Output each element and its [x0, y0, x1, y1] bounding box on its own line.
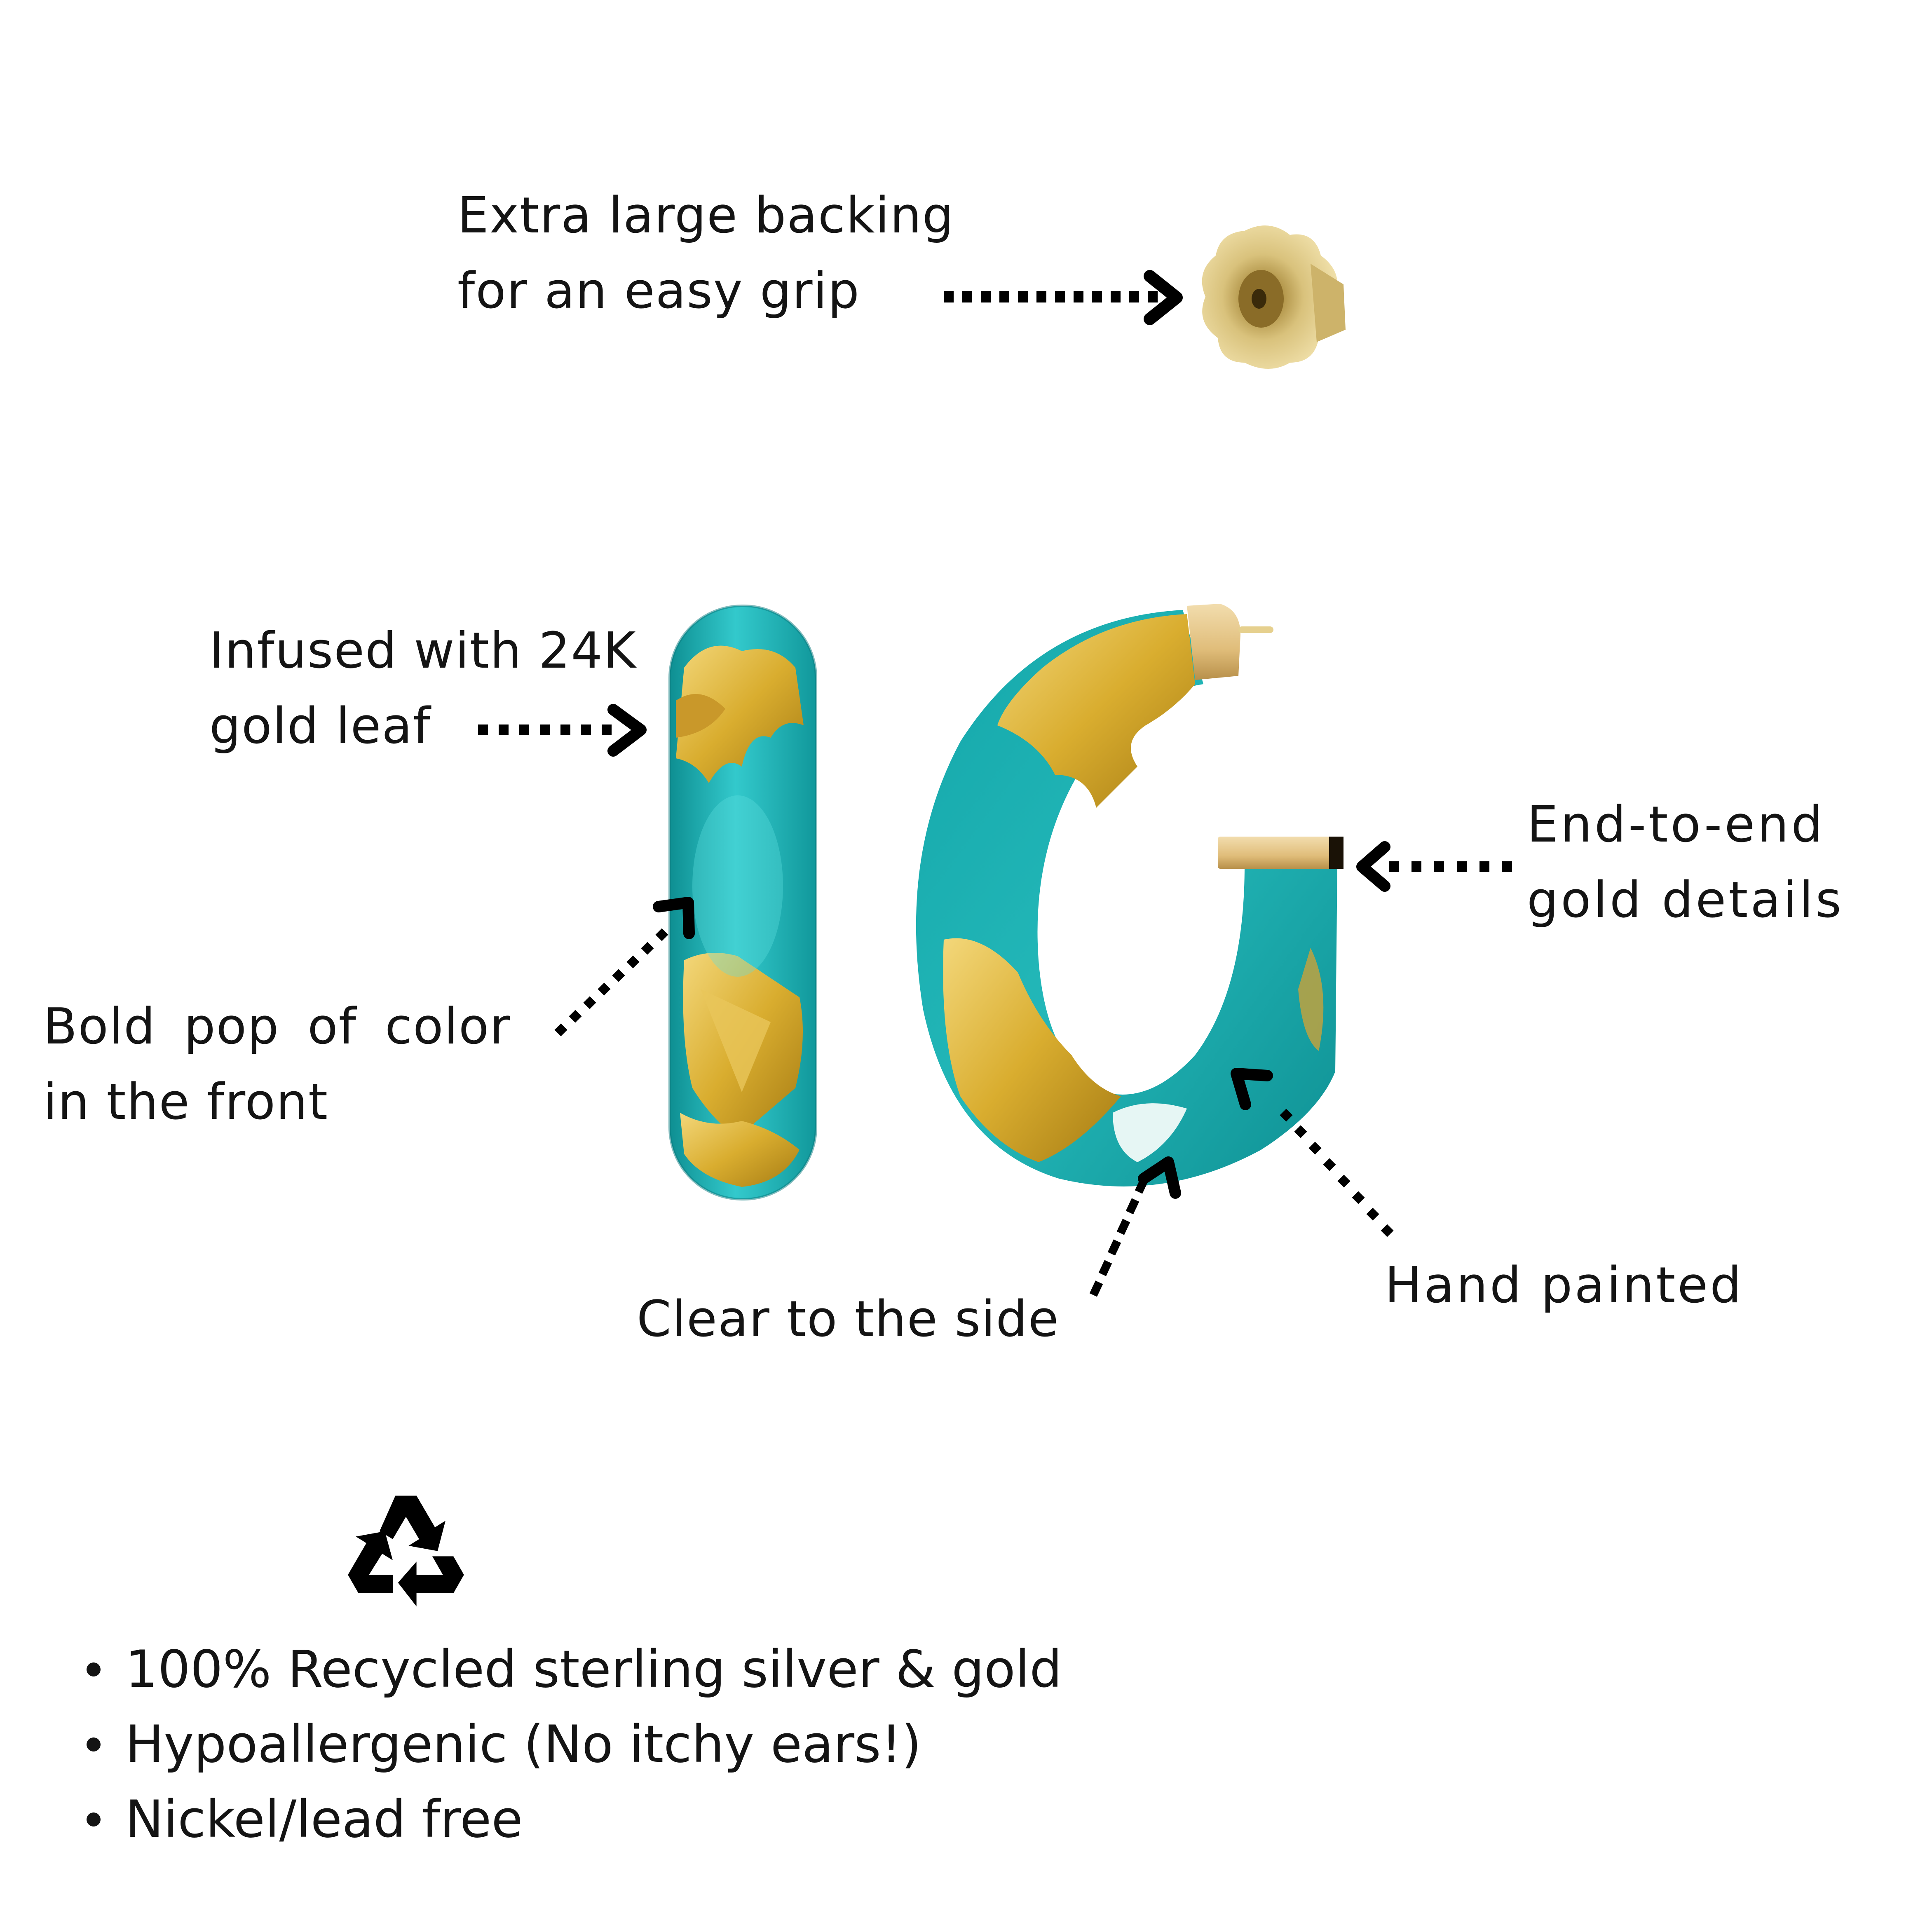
feature-item: Hypoallergenic (No itchy ears!) — [87, 1707, 1062, 1782]
recycle-icon — [348, 1496, 464, 1606]
feature-list: 100% Recycled sterling silver & gold Hyp… — [87, 1632, 1062, 1857]
callout-backing-line1: Extra large backing — [457, 187, 954, 244]
bullet-icon — [87, 1662, 101, 1676]
callout-gold-leaf-line2: gold leaf — [209, 698, 431, 755]
bullet-icon — [87, 1737, 101, 1751]
callout-bold-pop: Bold pop of color in the front — [43, 989, 511, 1140]
callout-clear-side: Clear to the side — [637, 1282, 1060, 1357]
arrow-to-clear-side — [1089, 1156, 1181, 1297]
feature-item-text: Hypoallergenic (No itchy ears!) — [125, 1715, 921, 1774]
callout-hand-painted-line1: Hand painted — [1385, 1257, 1744, 1314]
callout-backing: Extra large backing for an easy grip — [457, 178, 954, 329]
feature-item-text: 100% Recycled sterling silver & gold — [125, 1640, 1062, 1699]
arrow-to-backing — [944, 270, 1183, 325]
bullet-icon — [87, 1812, 101, 1826]
earring-backing-image — [1202, 225, 1346, 369]
earring-side-view — [916, 604, 1343, 1186]
callout-end-to-end: End-to-end gold details — [1527, 787, 1844, 938]
callout-gold-leaf: Infused with 24K gold leaf — [209, 613, 637, 764]
callout-gold-leaf-line1: Infused with 24K — [209, 622, 637, 680]
callout-backing-line2: for an easy grip — [457, 263, 860, 320]
callout-end-to-end-line1: End-to-end — [1527, 796, 1825, 853]
callout-end-to-end-line2: gold details — [1527, 872, 1844, 929]
callout-bold-pop-line2: in the front — [43, 1074, 329, 1131]
callout-clear-side-line1: Clear to the side — [637, 1291, 1060, 1348]
callout-bold-pop-line1: Bold pop of color — [43, 998, 511, 1055]
feature-item-text: Nickel/lead free — [125, 1790, 523, 1849]
feature-item: 100% Recycled sterling silver & gold — [87, 1632, 1062, 1707]
arrow-to-front-color — [554, 897, 695, 1036]
arrow-to-hand-painted — [1231, 1068, 1394, 1237]
arrow-to-end-cap — [1356, 841, 1512, 892]
feature-item: Nickel/lead free — [87, 1782, 1062, 1857]
earring-front-view — [668, 605, 817, 1200]
callout-hand-painted: Hand painted — [1385, 1248, 1743, 1323]
